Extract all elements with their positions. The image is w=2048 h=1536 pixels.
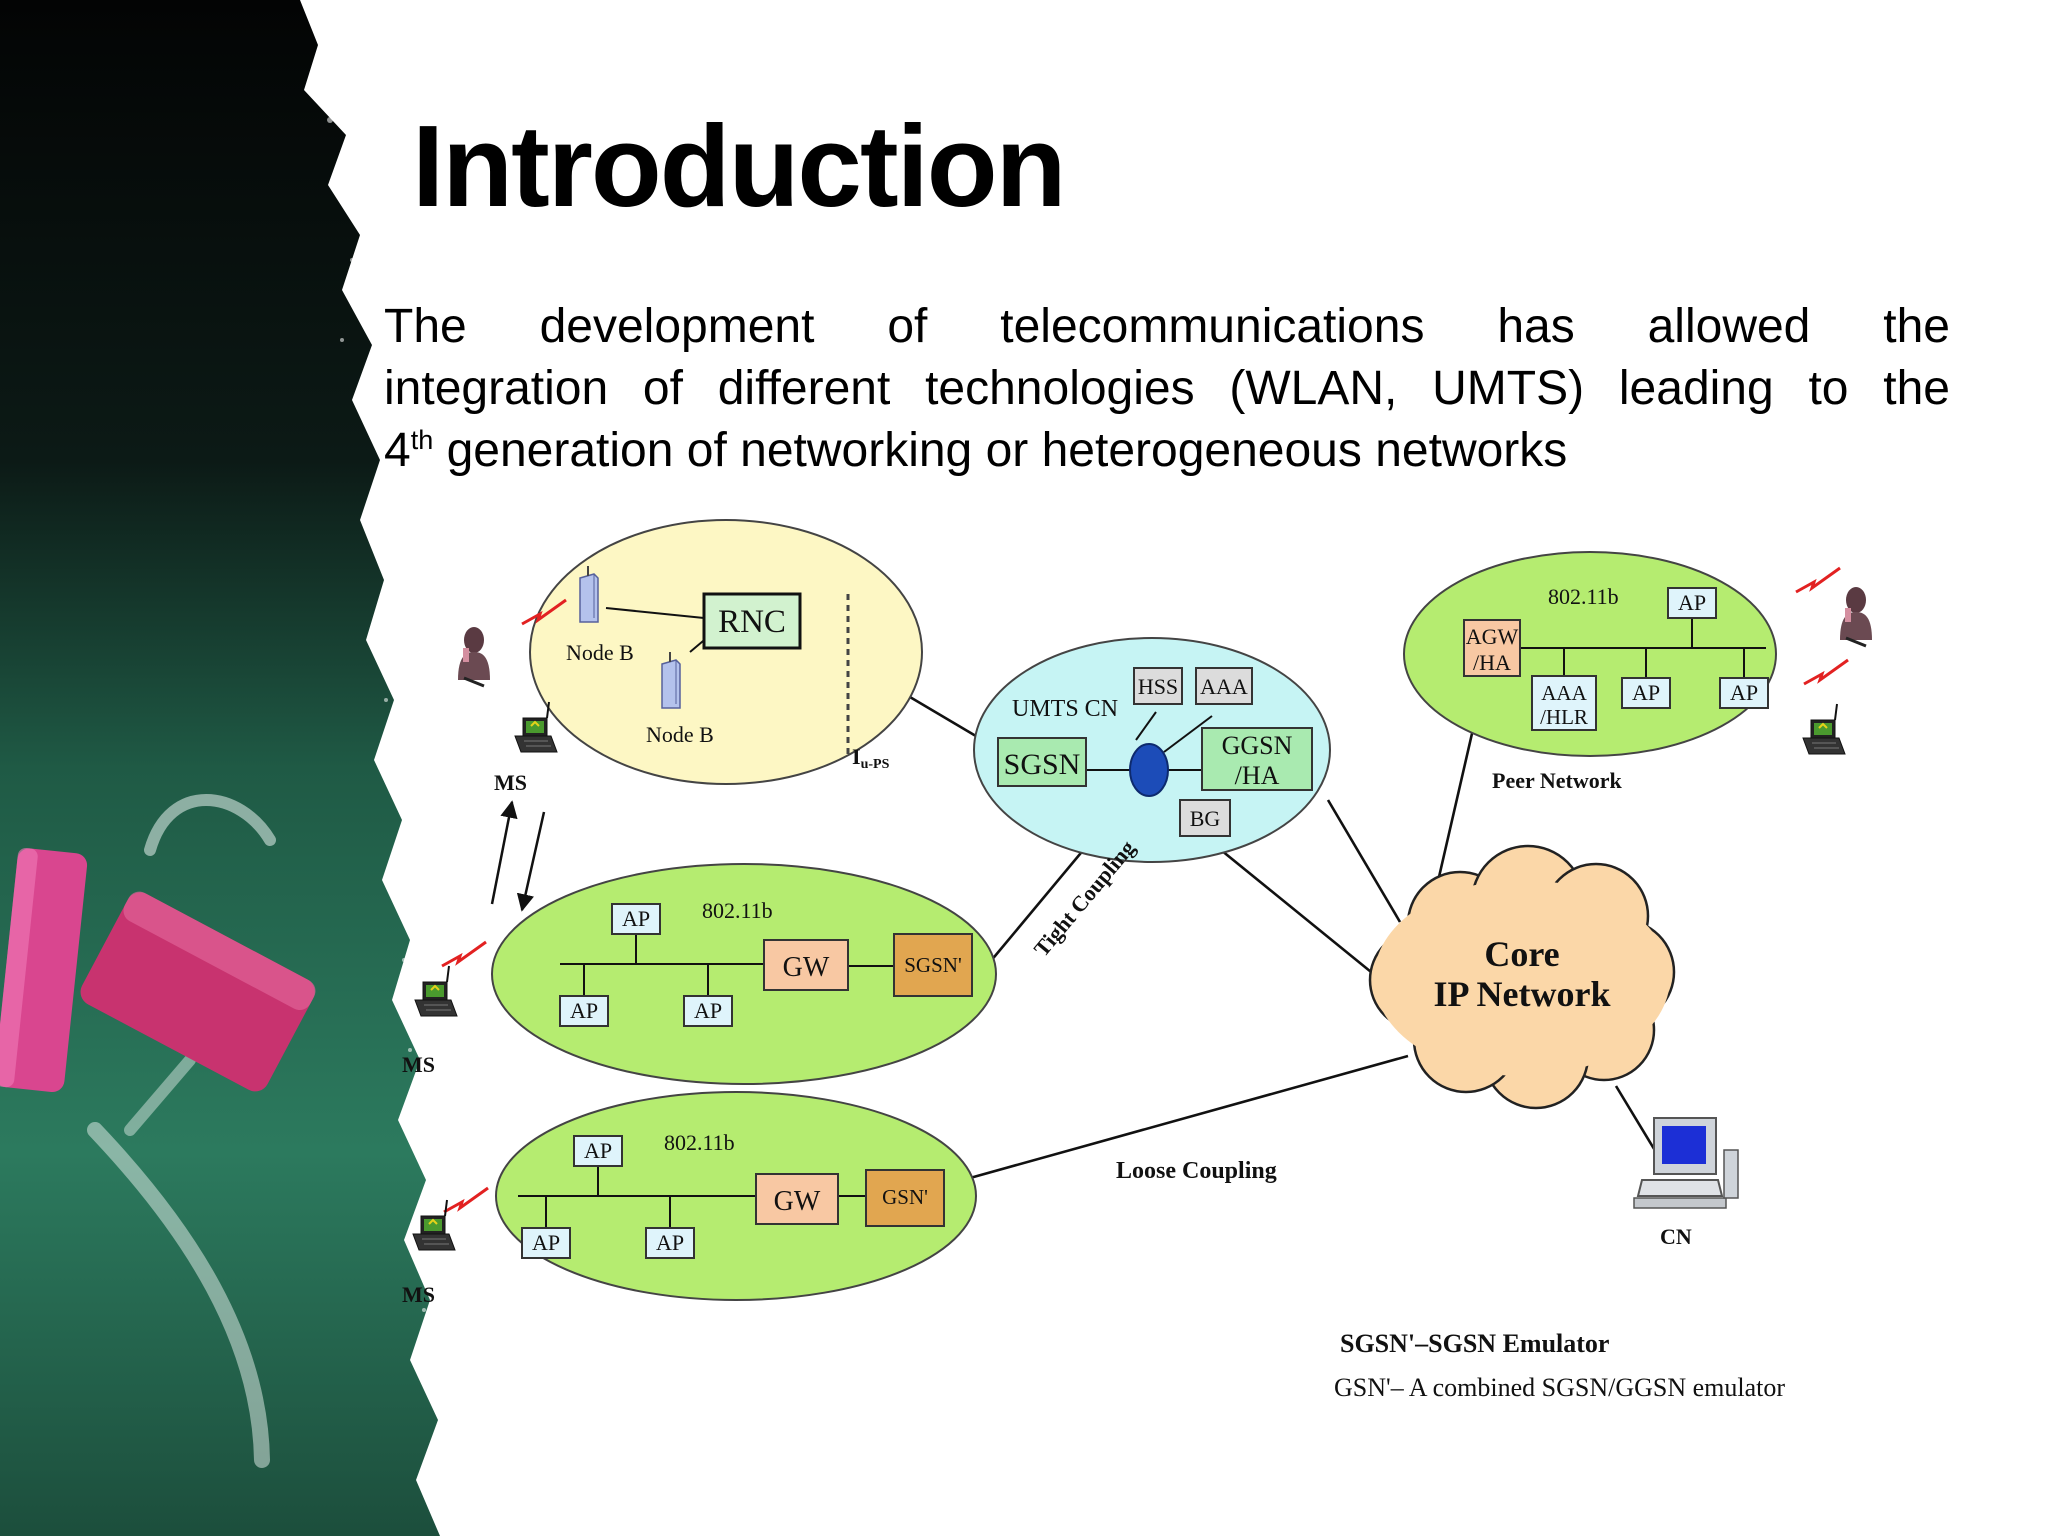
chalkboard-background-art [0,0,440,1536]
wlan1-gw-box [763,939,849,991]
mobile-user-icon [456,625,492,688]
radio-link-icon [1802,658,1850,686]
iu-interface-label: Iu-PS [852,744,890,772]
wlan1-gw-label: GW [783,952,830,983]
slide-title: Introduction [412,101,1067,231]
loose-coupling-label: Loose Coupling [1116,1158,1277,1184]
gsn-emulator-label: GSN' [882,1185,928,1209]
cn-switch-node [1129,743,1169,797]
wlan-loose-cloud: 802.11b AP AP AP GW GSN' [495,1091,977,1301]
radio-link-icon [442,1186,490,1214]
umts-cn-core-link [1215,844,1377,978]
intro-line-3-number: 4 [384,424,411,477]
note-gsn-emulator: GSN'– A combined SGSN/GGSN emulator [1334,1373,1785,1402]
sgsn-label: SGSN [1004,748,1081,781]
intro-line-3-superscript: th [410,425,434,455]
aaa-label: AAA [1200,674,1248,699]
hss-box [1133,667,1183,705]
intro-line-3-text: generation of networking or heterogeneou… [433,424,1568,477]
wlan2-ap-box-right [645,1227,695,1259]
wlan2-ap-box-left [521,1227,571,1259]
hss-label: HSS [1138,674,1178,699]
radio-link-icon [440,940,488,968]
terminals: MS MS MS CN [402,566,1874,1307]
peer-ap-label-right: AP [1730,680,1758,705]
intro-line-2: integration of different technologies (W… [384,362,1950,415]
node-b-label-1: Node B [566,640,634,665]
mobile-station-laptop-icon [414,965,458,1017]
peer-ap-label-top: AP [1678,590,1706,615]
umts-cn-cloud: UMTS CN SGSN HSS AAA GGSN /HA BG [973,637,1331,863]
wlan-tight-cloud: 802.11b AP AP AP GW SGSN' [491,863,997,1085]
node-b-label-2: Node B [646,722,714,747]
wlan2-gw-label: GW [774,1186,821,1217]
loose-coupling-link [969,1054,1409,1180]
sgsn-emulator-box [893,933,973,997]
agw-label-line2: /HA [1473,650,1511,675]
ggsn-ha-box [1201,727,1313,791]
ms-label-bottom: MS [402,1282,435,1307]
peer-std-label: 802.11b [1548,584,1619,609]
intro-line-3: 4th generation of networking or heteroge… [384,420,1950,482]
cn-label: CN [1660,1224,1692,1249]
mobile-user-icon [1838,585,1874,648]
umts-cn-label: UMTS CN [1012,696,1118,722]
mobile-station-laptop-icon [412,1199,456,1251]
wlan1-ap-label-left: AP [570,998,598,1023]
umts-ran-cloud: Node B Node B RNC Iu-PS [529,519,923,785]
bg-label: BG [1190,806,1221,831]
core-label-line1: Core [1484,934,1559,974]
bg-box [1179,799,1231,837]
wlan1-ap-box-right [683,995,733,1027]
wlan2-std-label: 802.11b [664,1130,735,1155]
core-ip-network-cloud: Core IP Network [1368,844,1676,1110]
mobile-station-laptop-icon [1802,703,1846,755]
aaa-hlr-box [1531,675,1597,731]
ggsn-label-line2: /HA [1235,761,1280,790]
agw-label-line1: AGW [1466,624,1519,649]
wlan2-gw-box [755,1173,839,1225]
wlan1-ap-label-top: AP [622,906,650,931]
wlan1-ap-label-right: AP [694,998,722,1023]
peer-network-label: Peer Network [1492,768,1622,793]
aaa-box [1195,667,1253,705]
wlan2-ap-box-top [573,1135,623,1167]
rnc-label: RNC [718,604,786,640]
aaa-hlr-label-line1: AAA [1541,681,1587,705]
wlan1-ap-box-left [559,995,609,1027]
wlan2-ap-label-right: AP [656,1230,684,1255]
rnc-box [702,592,802,650]
correspondent-node-computer-icon [1633,1117,1739,1209]
peer-ap-box-right [1719,677,1769,709]
aaa-hlr-label-line2: /HLR [1540,705,1588,729]
sgsn-emulator-label: SGSN' [904,953,961,977]
sgsn-box [997,737,1087,787]
note-sgsn-emulator: SGSN'–SGSN Emulator [1340,1329,1609,1358]
ms-label-top: MS [494,770,527,795]
wlan2-ap-label-top: AP [584,1138,612,1163]
handover-arrow-up [490,800,518,905]
agw-ha-box [1463,619,1521,677]
wlan2-ap-label-left: AP [532,1230,560,1255]
wlan1-std-label: 802.11b [702,898,773,923]
ggsn-label-line1: GGSN [1222,731,1293,760]
radio-link-icon [1794,566,1842,594]
gsn-emulator-box [865,1169,945,1227]
peer-ap-label-mid: AP [1632,680,1660,705]
core-label-line2: IP Network [1434,974,1611,1014]
peer-network-cloud: 802.11b AGW /HA AP AAA /HLR AP AP Peer N… [1403,551,1777,793]
peer-ap-box-top [1667,587,1717,619]
intro-line-1: The development of telecommunications ha… [384,300,1950,353]
wlan1-ap-box-top [611,903,661,935]
intro-paragraph: The development of telecommunications ha… [384,296,1950,482]
handover-arrow-down [516,811,546,912]
ggsn-core-link [1326,799,1402,923]
peer-ap-box-mid [1621,677,1671,709]
ms-label-middle: MS [402,1052,435,1077]
